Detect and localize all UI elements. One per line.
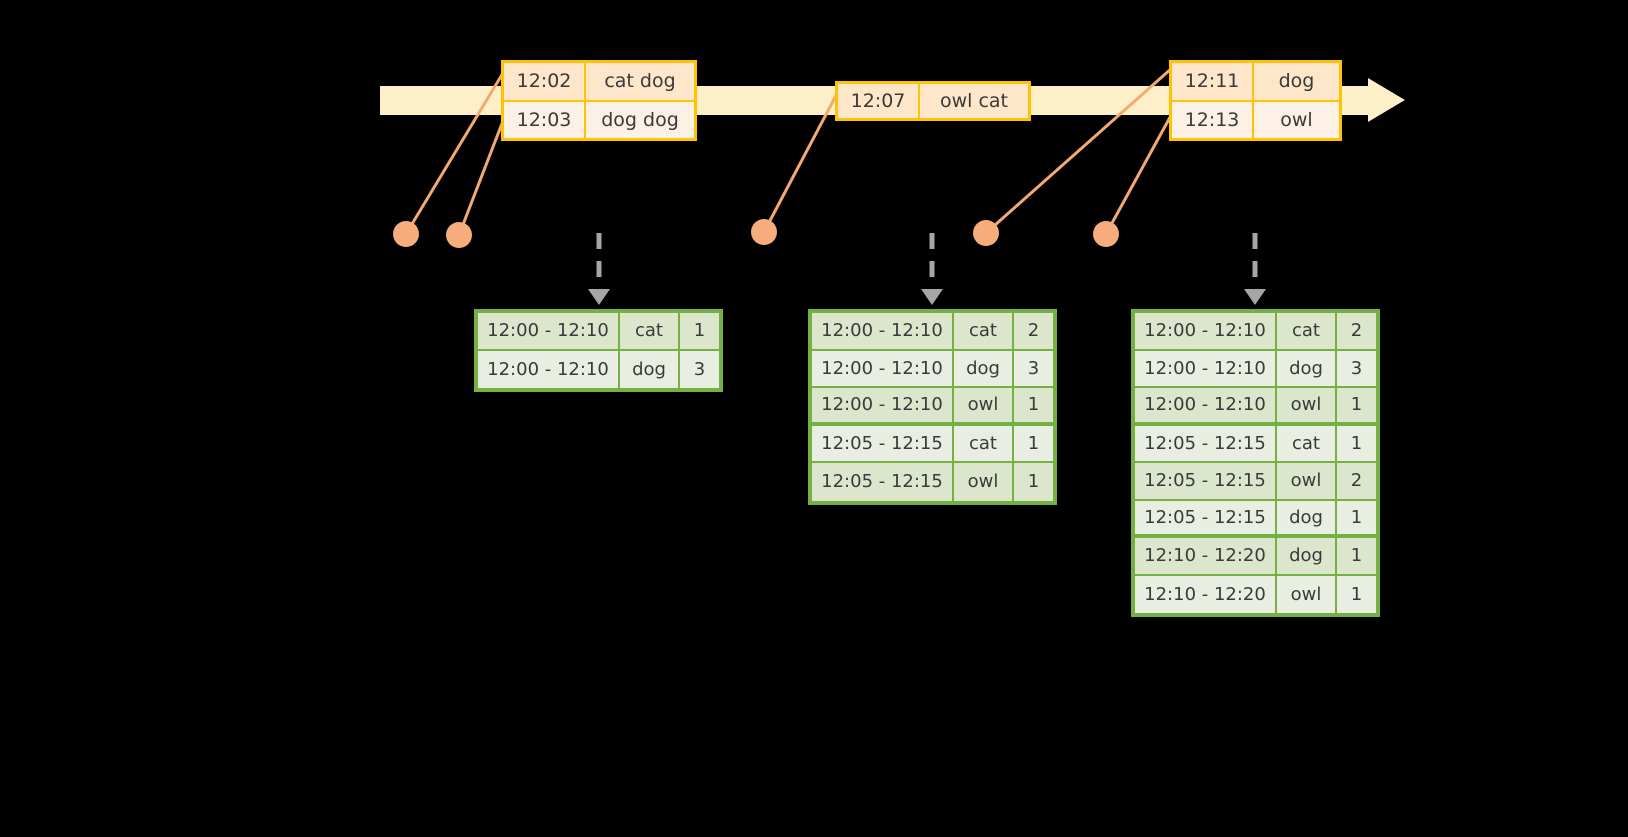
event-box-0[interactable]: 12:02 cat dog 12:03 dog dog — [501, 60, 697, 141]
key-cell: owl — [954, 463, 1014, 501]
count-cell: 3 — [1350, 357, 1363, 379]
count-cell: 1 — [1350, 394, 1363, 416]
event-payload: dog — [1278, 70, 1315, 93]
connector-dots-group — [393, 219, 1119, 248]
count-cell: 1 — [1350, 545, 1363, 567]
count-cell: 1 — [693, 320, 706, 342]
event-row[interactable]: 12:03 dog dog — [504, 99, 694, 138]
event-box-2[interactable]: 12:11 dog 12:13 owl — [1169, 60, 1342, 141]
emit-arrow-1-head-icon — [588, 289, 610, 305]
count-cell: 1 — [1350, 506, 1363, 528]
connector-line-5 — [1104, 109, 1176, 235]
count-cell: 3 — [693, 358, 706, 380]
key-cell: dog — [1277, 350, 1337, 386]
timeline-arrowhead-icon — [1368, 78, 1405, 122]
window-cell: 12:05 - 12:15 — [812, 425, 954, 461]
window-cell: 12:05 - 12:15 — [1135, 463, 1277, 499]
event-timestamp: 12:07 — [838, 84, 920, 118]
event-payload: owl — [1280, 108, 1313, 131]
key-cell: dog — [954, 350, 1014, 386]
count-cell: 2 — [1350, 470, 1363, 492]
window-cell: 12:00 - 12:10 — [478, 313, 620, 349]
count-cell: 3 — [1027, 357, 1040, 379]
trigger-dot-5 — [1093, 221, 1119, 247]
event-box-1[interactable]: 12:07 owl cat — [835, 81, 1031, 121]
window-cell: 12:00 - 12:10 — [1135, 313, 1277, 349]
event-payload: owl cat — [939, 90, 1009, 112]
key-cell: cat — [1277, 313, 1337, 349]
count-cell: 1 — [1027, 432, 1040, 454]
window-cell: 12:00 - 12:10 — [478, 350, 620, 388]
key-cell: dog — [1277, 538, 1337, 574]
event-row[interactable]: 12:07 owl cat — [838, 84, 1028, 118]
key-cell: cat — [954, 425, 1014, 461]
window-cell: 12:05 - 12:15 — [1135, 500, 1277, 534]
key-cell: owl — [1277, 388, 1337, 422]
count-cell: 1 — [1027, 394, 1040, 416]
event-row[interactable]: 12:13 owl — [1172, 99, 1339, 138]
event-payload: dog dog — [601, 108, 679, 131]
key-cell: owl — [1277, 575, 1337, 613]
window-cell: 12:10 - 12:20 — [1135, 538, 1277, 574]
key-cell: cat — [1277, 425, 1337, 461]
trigger-dot-3 — [751, 219, 777, 245]
count-cell: 2 — [1350, 320, 1363, 342]
window-cell: 12:00 - 12:10 — [812, 388, 954, 422]
count-cell: 2 — [1027, 320, 1040, 342]
window-cell: 12:10 - 12:20 — [1135, 575, 1277, 613]
event-row[interactable]: 12:11 dog — [1172, 63, 1339, 100]
event-timestamp: 12:02 — [504, 63, 586, 100]
event-timestamp: 12:03 — [504, 101, 586, 138]
window-cell: 12:05 - 12:15 — [812, 463, 954, 501]
key-cell: owl — [1277, 463, 1337, 499]
key-cell: dog — [1277, 500, 1337, 534]
key-cell: dog — [620, 350, 680, 388]
key-cell: owl — [954, 388, 1014, 422]
trigger-dot-1 — [393, 221, 419, 247]
event-timestamp: 12:13 — [1172, 101, 1254, 138]
emit-arrow-3-head-icon — [1244, 289, 1266, 305]
emit-arrow-2-head-icon — [921, 289, 943, 305]
key-cell: cat — [954, 313, 1014, 349]
event-timestamp: 12:11 — [1172, 63, 1254, 100]
count-cell: 1 — [1350, 432, 1363, 454]
window-cell: 12:00 - 12:10 — [812, 350, 954, 386]
key-cell: cat — [620, 313, 680, 349]
trigger-dot-4 — [973, 220, 999, 246]
window-cell: 12:00 - 12:10 — [1135, 350, 1277, 386]
count-cell: 1 — [1350, 583, 1363, 605]
window-cell: 12:00 - 12:10 — [812, 313, 954, 349]
event-row[interactable]: 12:02 cat dog — [504, 63, 694, 100]
window-cell: 12:00 - 12:10 — [1135, 388, 1277, 422]
window-cell: 12:05 - 12:15 — [1135, 425, 1277, 461]
trigger-dot-2 — [446, 222, 472, 248]
count-cell: 1 — [1027, 471, 1040, 493]
dashed-arrows-group — [588, 233, 1266, 305]
event-payload: cat dog — [604, 70, 676, 93]
